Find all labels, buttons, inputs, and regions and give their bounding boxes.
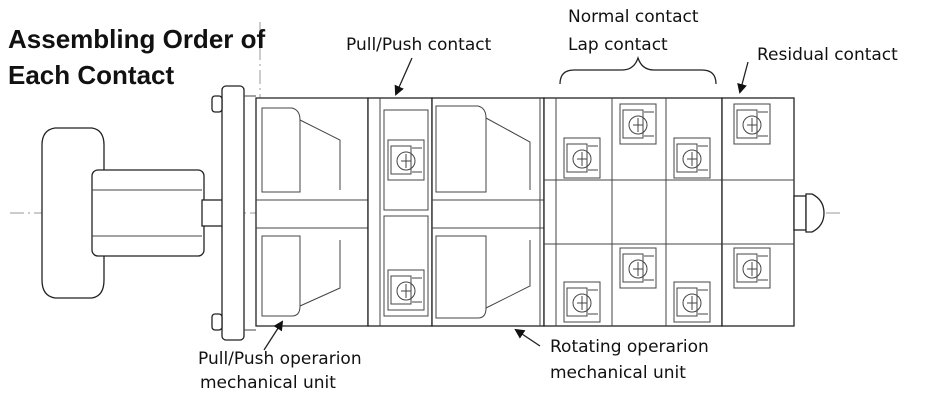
pull-push-contact-section [367,97,433,327]
arrow-pull-push-contact [394,57,413,96]
brace-normal-lap [559,55,717,85]
title-line-1: Assembling Order of [8,24,265,54]
knob-handle [41,127,225,299]
label-normal-contact: Normal contact [568,7,699,27]
residual-contact-section [721,97,825,327]
arrow-pull-push-unit [263,320,284,351]
label-pull-push-unit-1: Pull/Push operarion [198,349,362,369]
label-rotating-unit-1: Rotating operarion [550,337,709,357]
label-pull-push-unit-2: mechanical unit [200,373,336,393]
title-line-2: Each Contact [8,60,174,90]
rotating-mechanical-unit [431,97,545,327]
mounting-flange [211,85,256,341]
arrow-rotating-unit [514,328,541,347]
normal-lap-contact-stack [543,97,723,327]
label-residual-contact: Residual contact [757,45,898,65]
label-rotating-unit-2: mechanical unit [550,363,686,383]
arrow-residual-contact [737,61,749,94]
label-lap-contact: Lap contact [568,35,668,55]
label-pull-push-contact: Pull/Push contact [346,35,492,55]
pull-push-mechanical-unit [255,97,369,327]
